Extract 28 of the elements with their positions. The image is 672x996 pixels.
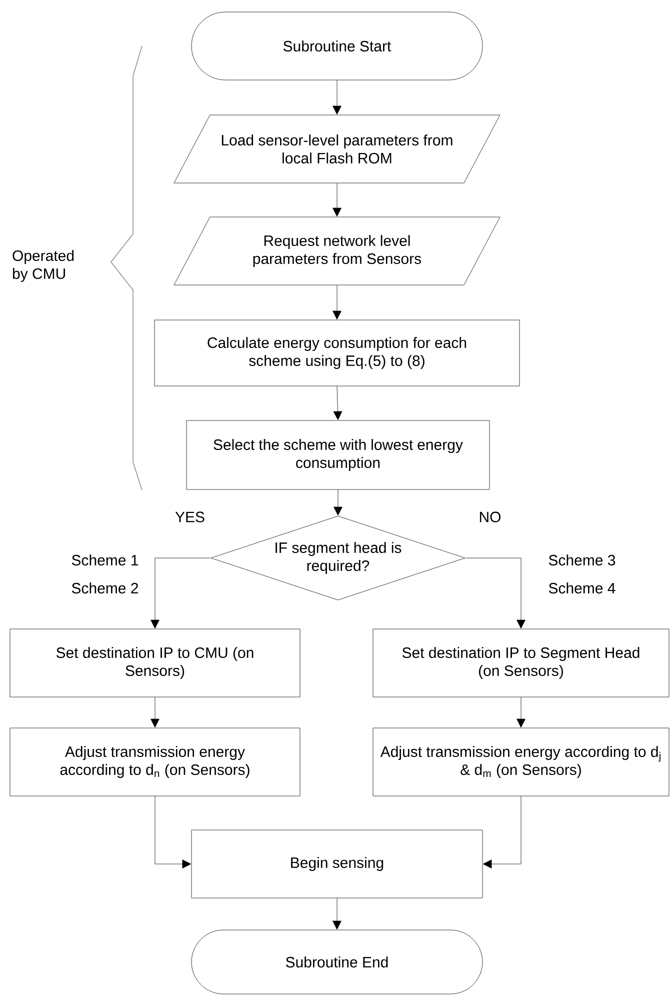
process-box: Begin sensing <box>191 830 483 898</box>
branch-label: Scheme 2 <box>72 582 138 594</box>
input-parallelogram: Request network level parameters from Sensors <box>174 216 500 286</box>
process-box: Adjust transmission energy according to d$_{n}$ (on Sensors) <box>10 728 300 796</box>
arrow <box>332 285 342 320</box>
process-box: Set destination IP to CMU (on Sensors) <box>10 628 300 698</box>
branch-label: Scheme 3 <box>548 554 616 566</box>
arrow <box>332 80 342 115</box>
edge-label: YES <box>175 512 204 522</box>
arrow <box>482 796 522 868</box>
brace-label: Operated by CMU <box>12 250 74 282</box>
process-box: Set destination IP to Segment Head (on Sensors) <box>372 628 670 698</box>
process-box: Adjust transmission energy according to d$_{j}$ & d$_{m}$ (on Sensors) <box>372 728 670 796</box>
arrow <box>466 558 526 629</box>
process-box: Calculate energy consumption for each scheme using Eq.(5) to (8) <box>154 320 520 386</box>
arrow <box>150 558 210 629</box>
branch-label: Scheme 1 <box>72 554 138 566</box>
arrow <box>333 386 342 420</box>
input-parallelogram: Load sensor-level parameters from local Flash ROM <box>174 114 500 184</box>
arrow <box>516 697 526 728</box>
arrow <box>332 183 342 217</box>
edge-label: NO <box>480 512 501 522</box>
arrow <box>154 796 192 868</box>
arrow <box>334 490 342 516</box>
arrow <box>332 898 342 930</box>
branch-label: Scheme 4 <box>548 582 616 594</box>
arrow <box>150 697 160 728</box>
process-box: Select the scheme with lowest energy consumption <box>186 420 490 490</box>
